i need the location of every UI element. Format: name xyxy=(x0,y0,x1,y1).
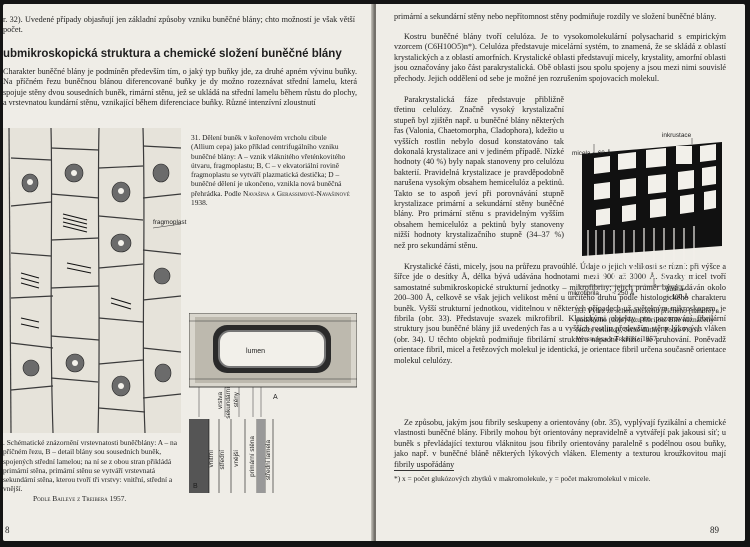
fig32-label-sekundarni: sekundární xyxy=(225,387,232,419)
fig32-caption-text: . Schématické znázornění vrstevnatosti b… xyxy=(3,438,178,494)
right-intro-text: primární a sekundární stěny nebo nepříto… xyxy=(394,12,717,21)
fig32-label-stredni-lamela: střední lamela xyxy=(265,440,272,481)
left-body-text: Charakter buněčné blány je podmíněn před… xyxy=(3,67,357,108)
fig33-label-250: ~ 250 Å xyxy=(612,290,635,297)
right-para-1: Kostru buněčné blány tvoří celulóza. Je … xyxy=(394,32,726,83)
fig33-label-micela: micela ~ 60 Å xyxy=(572,150,611,157)
fig32-label-vnejsi: vnější xyxy=(233,450,240,467)
right-para-4: Ze způsobu, jakým jsou fibrily seskupeny… xyxy=(394,418,726,469)
section-heading: ubmikroskopická struktura a chemické slo… xyxy=(3,48,342,60)
fig32-label-vnitrni: vnitřní xyxy=(208,450,215,468)
right-page-number: 89 xyxy=(710,525,719,535)
fig33-caption-text: 33. Výřez ze schematického příčného (nah… xyxy=(576,306,719,334)
fig33-label-inkrustace: inkrustace xyxy=(662,132,692,139)
fig32-label-a: A xyxy=(273,394,278,401)
fig31-label-fragmoplast: fragmoplast xyxy=(153,219,187,226)
fig33-diagram xyxy=(578,138,722,288)
fig32-diagram xyxy=(189,313,357,493)
fig32-credit: Podle Baileye z Treibera 1957. xyxy=(33,493,127,503)
fig33-label-100: ~ 100 Å xyxy=(666,294,689,301)
fig33-label-mikrofibrila: mikrofibrila xyxy=(568,290,599,297)
footnote-rule xyxy=(394,470,454,471)
fig32-label-steny: stěny xyxy=(233,392,240,408)
fig32-label-stredni: střední xyxy=(219,450,226,470)
fig31-micrograph xyxy=(3,128,181,433)
fig31-credit: Navašina a Gerassimové-Navašinové 1938. xyxy=(191,188,350,208)
right-para-2: Parakrystalická fáze představuje přibliž… xyxy=(394,95,564,250)
fig31-caption: 31. Dělení buněk v kořenovém vrcholu cib… xyxy=(191,133,351,207)
fig32-caption: . Schématické znázornění vrstevnatosti b… xyxy=(3,438,185,503)
fig31-caption-text: 31. Dělení buněk v kořenovém vrcholu cib… xyxy=(191,133,346,198)
left-page: r. 32). Uvedené případy objasňují jen zá… xyxy=(3,4,374,541)
fig33-label-dutina: dutina xyxy=(666,286,684,293)
left-top-text: r. 32). Uvedené případy objasňují jen zá… xyxy=(3,15,355,35)
right-para-3: Krystalické části, micely, jsou na průře… xyxy=(394,262,726,365)
fig32-label-vrstva: vrstva xyxy=(217,392,224,410)
fig32-label-lumen: lumen xyxy=(246,348,266,355)
left-page-number: 8 xyxy=(5,525,10,535)
fig32-label-b: B xyxy=(193,483,198,490)
fig32-label-primarni-stena: primární stěna xyxy=(249,436,256,477)
footnote: *) x = počet glukózových zbytků v makrom… xyxy=(394,474,651,483)
right-page: primární a sekundární stěny nebo nepříto… xyxy=(376,4,745,541)
book-gutter xyxy=(371,4,379,541)
fig33-credit: Freye-Wysslinga z Treibera 1957. xyxy=(576,324,703,343)
fig33-caption: 33. Výřez ze schematického příčného (nah… xyxy=(576,306,726,343)
